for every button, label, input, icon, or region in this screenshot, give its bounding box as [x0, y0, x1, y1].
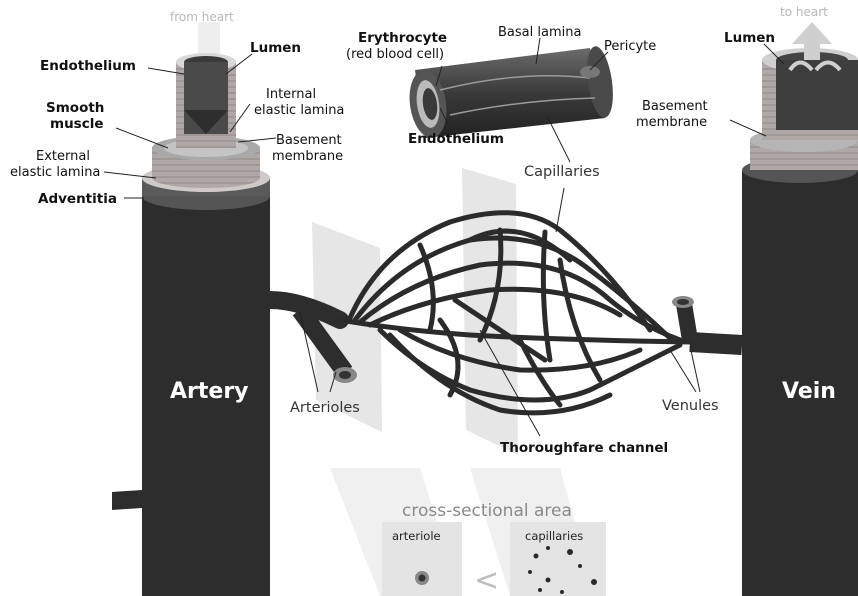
external-elastic-label-1: External [36, 149, 90, 164]
artery-lumen-label: Lumen [250, 40, 301, 56]
vein-lumen-label: Lumen [724, 30, 775, 46]
pericyte-label: Pericyte [604, 39, 656, 54]
basement-artery-label-2: membrane [272, 149, 343, 164]
basement-vein-label-1: Basement [642, 99, 708, 114]
erythrocyte-label-2: (red blood cell) [346, 47, 444, 62]
internal-elastic-label-2: elastic lamina [254, 103, 344, 118]
erythrocyte-label-1: Erythrocyte [358, 30, 447, 46]
artery-label: Artery [170, 379, 249, 404]
cross-sectional-area-label: cross-sectional area [402, 501, 572, 521]
smooth-muscle-label-2: muscle [50, 116, 104, 132]
from-heart-label: from heart [170, 10, 234, 24]
internal-elastic-label-1: Internal [266, 87, 316, 102]
basal-lamina-label: Basal lamina [498, 25, 581, 40]
adventitia-label: Adventitia [38, 191, 117, 207]
capillaries-label: Capillaries [524, 164, 600, 180]
smooth-muscle-label-1: Smooth [46, 100, 104, 116]
external-elastic-label-2: elastic lamina [10, 165, 100, 180]
capillary-endothelium-label: Endothelium [408, 131, 504, 147]
vein-vessel [742, 48, 858, 596]
basement-artery-label-1: Basement [276, 133, 342, 148]
arteriole-box-label: arteriole [392, 529, 441, 543]
to-heart-label: to heart [780, 5, 828, 19]
arterioles-label: Arterioles [290, 400, 360, 416]
capillaries-box-label: capillaries [525, 529, 583, 543]
thoroughfare-channel-label: Thoroughfare channel [500, 440, 668, 456]
artery-vessel [112, 53, 270, 596]
less-than-symbol: < [474, 563, 499, 596]
venules-label: Venules [662, 398, 719, 414]
endothelium-label: Endothelium [40, 58, 136, 74]
basement-vein-label-2: membrane [636, 115, 707, 130]
vein-label: Vein [782, 379, 836, 404]
